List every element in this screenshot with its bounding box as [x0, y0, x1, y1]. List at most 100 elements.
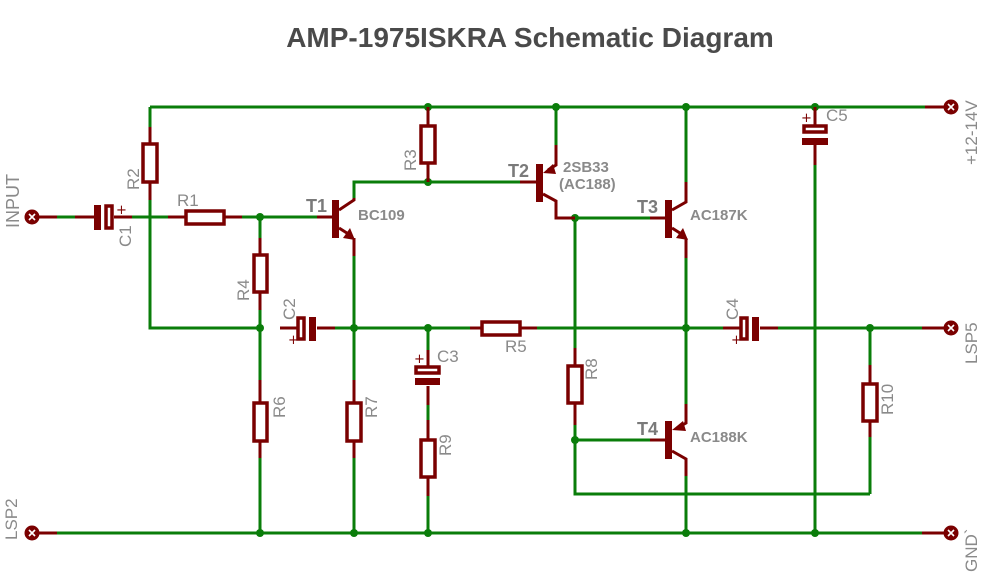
resistor-r3[interactable]: R3	[401, 107, 437, 182]
resistor-r2[interactable]: R2	[124, 127, 159, 200]
junction	[256, 529, 264, 537]
junction	[424, 529, 432, 537]
label-lsp5: LSP5	[962, 322, 981, 364]
capacitor-plate-positive	[802, 124, 828, 134]
label-t3-ref: T3	[637, 197, 658, 217]
capacitor-c2[interactable]: + C2	[280, 298, 335, 348]
resistor-r6[interactable]: R6	[252, 380, 289, 458]
terminal-cross-icon	[947, 103, 955, 111]
transistor-collector-lead	[671, 182, 688, 212]
resistor-body	[419, 438, 437, 479]
label-c4: C4	[723, 298, 742, 320]
label-t3-part: AC187K	[690, 207, 748, 224]
label-c2: C2	[280, 298, 299, 320]
resistor-body	[345, 401, 363, 443]
label-t2-part: 2SB33	[563, 159, 609, 176]
label-t2-ref: T2	[508, 161, 529, 181]
capacitor-plate	[309, 317, 316, 341]
junction	[350, 324, 358, 332]
capacitor-plate	[802, 138, 828, 145]
capacitor-c1[interactable]: + C1	[75, 203, 135, 247]
junction	[682, 529, 690, 537]
terminal-input[interactable]: INPUT	[3, 174, 57, 228]
transistor-base-bar	[332, 200, 339, 238]
resistor-body	[141, 142, 159, 184]
junction	[350, 529, 358, 537]
transistor-base-bar	[536, 164, 543, 202]
capacitor-plate	[752, 317, 759, 341]
polarity-mark: +	[116, 203, 127, 218]
wire-r8-bottom	[573, 425, 870, 496]
capacitor-plate	[415, 378, 440, 385]
label-r10: R10	[878, 384, 897, 415]
resistor-r1[interactable]: R1	[168, 191, 242, 226]
label-c1: C1	[116, 225, 135, 247]
diagram-title: AMP-1975ISKRA Schematic Diagram	[286, 22, 774, 53]
polarity-mark: +	[731, 333, 742, 348]
resistor-r5[interactable]: R5	[470, 320, 537, 356]
label-r2: R2	[124, 168, 143, 190]
junction	[256, 213, 264, 221]
resistor-body	[480, 320, 522, 337]
resistor-r7[interactable]: R7	[345, 380, 381, 458]
emitter-arrow-icon	[676, 228, 688, 240]
resistor-body	[252, 401, 269, 443]
terminal-lsp5[interactable]: LSP5	[922, 320, 981, 364]
transistor-t4[interactable]: T4 AC188K	[637, 404, 748, 476]
label-input: INPUT	[3, 174, 23, 228]
junction	[811, 529, 819, 537]
capacitor-plate-positive	[104, 204, 114, 230]
terminal-lsp2[interactable]: LSP2	[2, 498, 57, 541]
terminal-cross-icon	[947, 529, 955, 537]
capacitor-plate-positive	[739, 316, 749, 341]
transistor-base-bar	[665, 421, 672, 459]
resistor-body	[184, 209, 226, 226]
resistor-r9[interactable]: R9	[419, 420, 455, 496]
emitter-arrow-icon	[343, 228, 355, 240]
transistor-t3[interactable]: T3 AC187K	[637, 182, 748, 258]
junction	[256, 324, 264, 332]
terminal-supply[interactable]: +12-14V	[925, 99, 981, 165]
label-t4-part: AC188K	[690, 429, 748, 446]
label-r6: R6	[270, 396, 289, 418]
junction	[682, 103, 690, 111]
junction	[682, 324, 690, 332]
terminal-gnd[interactable]: GND`	[922, 525, 981, 572]
label-r3: R3	[401, 149, 420, 171]
label-lsp2: LSP2	[2, 498, 21, 540]
capacitor-c3[interactable]: + C3	[414, 347, 459, 405]
capacitor-c5[interactable]: + C5	[801, 106, 848, 165]
capacitor-plate	[94, 205, 101, 230]
capacitor-plate-positive	[296, 316, 306, 341]
transistor-emitter-lead	[338, 226, 356, 256]
label-r5: R5	[505, 337, 527, 356]
transistor-t2[interactable]: T2 2SB33 (AC188)	[508, 145, 616, 220]
junction	[552, 103, 560, 111]
transistor-t1[interactable]: T1 BC109	[306, 196, 405, 256]
wire-t1-collector	[352, 180, 520, 198]
label-t4-ref: T4	[637, 419, 658, 439]
terminal-cross-icon	[28, 529, 36, 537]
resistor-r4[interactable]: R4	[234, 238, 269, 310]
transistor-collector-lead	[671, 449, 688, 476]
polarity-mark: +	[288, 333, 299, 348]
junction	[571, 436, 579, 444]
label-supply: +12-14V	[962, 100, 981, 165]
label-gnd: GND`	[962, 529, 981, 572]
resistor-r10[interactable]: R10	[861, 365, 897, 437]
label-r4: R4	[234, 279, 253, 301]
label-r1: R1	[177, 191, 199, 210]
wire-r2-bottom	[148, 200, 260, 330]
capacitor-c4[interactable]: + C4	[723, 298, 778, 348]
polarity-mark: +	[801, 111, 812, 126]
label-r9: R9	[436, 434, 455, 456]
terminal-cross-icon	[28, 213, 36, 221]
transistor-collector-lead	[542, 192, 575, 220]
capacitor-plate-positive	[414, 365, 441, 375]
wires	[57, 105, 935, 535]
resistor-r8[interactable]: R8	[566, 348, 601, 425]
label-c5: C5	[826, 106, 848, 125]
resistor-body	[419, 124, 437, 165]
label-r7: R7	[362, 396, 381, 418]
